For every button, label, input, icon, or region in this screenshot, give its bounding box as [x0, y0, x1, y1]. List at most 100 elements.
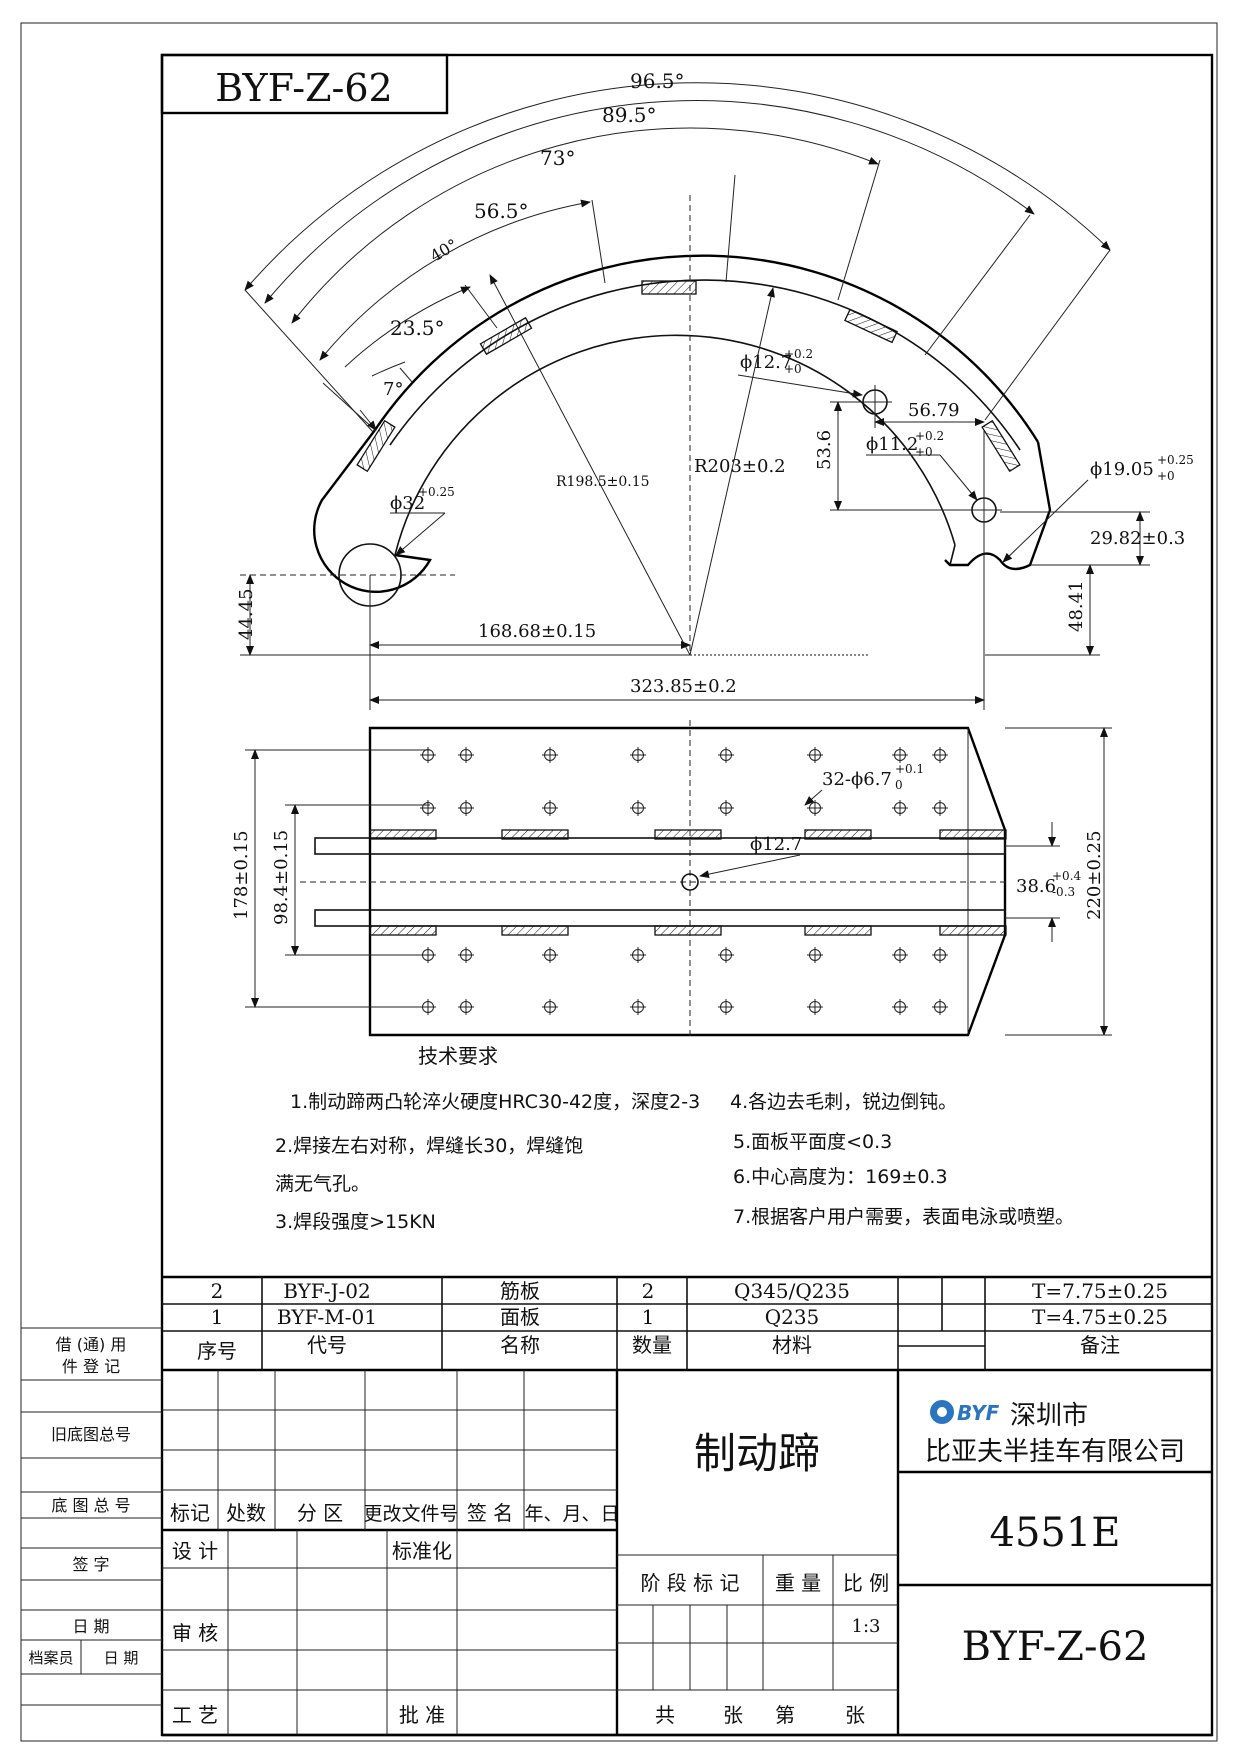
tb-design: 设 计: [172, 1539, 218, 1563]
rivet-tol-low: 0: [895, 778, 903, 792]
tb-scale-label: 比 例: [843, 1571, 889, 1595]
side-date: 日 期: [72, 1617, 109, 1636]
roller-end: [944, 441, 1052, 571]
bom-h-name: 名称: [500, 1333, 540, 1357]
dim-38-6-tol-up: +0.4: [1052, 869, 1082, 883]
hole-mid-label: ϕ11.2: [866, 434, 918, 455]
tb-stage: 阶 段 标 记: [640, 1571, 739, 1595]
tb-h-count: 处数: [226, 1501, 266, 1525]
tb-h-sign: 签 名: [467, 1501, 513, 1525]
model-no: 4551E: [990, 1510, 1121, 1556]
rivet-label: 32-ϕ6.7: [822, 769, 892, 790]
tech-title: 技术要求: [418, 1044, 498, 1068]
hole-top-label: ϕ12.7: [740, 352, 792, 373]
tb-sheet-unit-1: 张: [723, 1703, 743, 1727]
hole-right-tol-up: +0.25: [1157, 453, 1194, 467]
rivet-center-mark: [892, 947, 908, 963]
angle-96-5: 96.5°: [630, 69, 685, 93]
rib-bottom: [314, 909, 1006, 927]
hole-right-label: ϕ19.05: [1090, 459, 1154, 480]
weld-far-left: [356, 419, 396, 473]
hole-mid-tol-up: +0.2: [915, 429, 944, 443]
tb-approve: 批 准: [399, 1703, 445, 1727]
weld-top: [641, 280, 697, 295]
shoe-inner-arc: [389, 279, 1021, 451]
dim-178: 178±0.15: [231, 830, 252, 920]
rivet-center-mark: [630, 947, 646, 963]
dim-168-68: 168.68±0.15: [478, 621, 596, 642]
hole-right-tol-low: +0: [1157, 469, 1175, 483]
rivet-center-mark: [932, 947, 948, 963]
dim-38-6: 38.6: [1016, 876, 1056, 897]
side-borrow-1: 借 (通) 用: [56, 1335, 127, 1354]
bom-r1-no: 2: [211, 1279, 224, 1303]
rivet-center-mark: [892, 800, 908, 816]
tech-r6: 6.中心高度为：169±0.3: [733, 1166, 948, 1188]
rivet-center-mark: [458, 800, 474, 816]
tb-h-mark: 标记: [170, 1501, 210, 1525]
pivot-hole-label: ϕ32: [390, 493, 425, 514]
rivet-tol-up: +0.1: [895, 762, 924, 776]
weld-right: [844, 308, 898, 344]
side-base: 底 图 总 号: [51, 1496, 130, 1515]
company-city: 深圳市: [1010, 1401, 1088, 1431]
tech-r7: 7.根据客户用户需要，表面电泳或喷塑。: [733, 1206, 1074, 1228]
side-date2: 日 期: [104, 1649, 139, 1667]
rivet-center-mark: [932, 747, 948, 763]
bom-h-no: 序号: [197, 1339, 237, 1363]
tech-r1: 1.制动蹄两凸轮淬火硬度HRC30-42度，深度2-3: [290, 1091, 700, 1113]
dim-220: 220±0.25: [1084, 830, 1105, 920]
rivet-center-mark: [542, 747, 558, 763]
bom-h-mat: 材料: [772, 1333, 812, 1357]
dim-29-82: 29.82±0.3: [1090, 528, 1185, 549]
rivet-center-mark: [718, 800, 734, 816]
side-strip: 借 (通) 用 件 登 记 旧底图总号 底 图 总 号 签 字 日 期 档案员 …: [21, 1327, 162, 1706]
rivet-center-mark: [807, 999, 823, 1015]
rib-top: [314, 837, 1006, 855]
bom-r2-mat: Q235: [765, 1305, 820, 1329]
tech-r2b: 满无气孔。: [275, 1173, 370, 1195]
dim-98-4: 98.4±0.15: [271, 830, 292, 925]
hole-top-tol-low: +0: [784, 362, 802, 376]
rivet-center-mark: [458, 947, 474, 963]
tech-r2a: 2.焊接左右对称，焊缝长30，焊缝饱: [275, 1135, 583, 1157]
center-hole-label: ϕ12.7: [750, 834, 802, 855]
company-logo: BYF: [930, 1400, 1000, 1425]
rivet-center-mark: [420, 800, 436, 816]
tb-no: 第: [775, 1703, 795, 1727]
drawing-no-bottom: BYF-Z-62: [962, 1624, 1149, 1670]
side-borrow-2: 件 登 记: [62, 1357, 120, 1376]
tech-requirements: 技术要求 1.制动蹄两凸轮淬火硬度HRC30-42度，深度2-3 2.焊接左右对…: [275, 1044, 1074, 1233]
outer-border: [20, 22, 1218, 1742]
angle-7: 7°: [383, 379, 403, 400]
angle-89-5: 89.5°: [602, 103, 657, 127]
dim-38-6-tol-low: -0.3: [1052, 885, 1075, 899]
radius-inner: R198.5±0.15: [556, 474, 650, 490]
rivet-center-mark: [718, 947, 734, 963]
dim-56-79: 56.79: [908, 400, 960, 421]
rib-welds: [369, 829, 1007, 936]
tb-process: 工 艺: [172, 1703, 218, 1727]
bom-h-code: 代号: [307, 1333, 347, 1357]
bom-r1-note: T=7.75±0.25: [1032, 1279, 1168, 1303]
bom-table: 2 BYF-J-02 筋板 2 Q345/Q235 T=7.75±0.25 1 …: [162, 1275, 1212, 1372]
tb-sheet-unit-2: 张: [845, 1703, 865, 1727]
rivet-center-mark: [630, 800, 646, 816]
top-drawing-no: BYF-Z-62: [215, 66, 392, 110]
plan-view: ϕ12.7 32-ϕ6.7 +0.1 0 178±0.15 98.4±0.15 …: [231, 720, 1112, 1040]
rivet-center-mark: [458, 999, 474, 1015]
tech-r3: 3.焊段强度>15KN: [275, 1211, 436, 1233]
dim-323-85: 323.85±0.2: [630, 676, 737, 697]
rivet-center-mark: [807, 747, 823, 763]
tech-r4: 4.各边去毛刺，锐边倒钝。: [730, 1091, 957, 1113]
logo-text: BYF: [957, 1401, 1000, 1425]
angle-40: 40°: [427, 235, 461, 266]
rivet-center-mark: [932, 999, 948, 1015]
rivet-center-mark: [542, 947, 558, 963]
tb-weight: 重 量: [775, 1571, 821, 1595]
bom-r1-qty: 2: [642, 1279, 655, 1303]
bom-r2-qty: 1: [642, 1305, 655, 1329]
radius-outer: R203±0.2: [694, 456, 786, 477]
rivet-center-mark: [630, 999, 646, 1015]
rivet-center-mark: [542, 999, 558, 1015]
